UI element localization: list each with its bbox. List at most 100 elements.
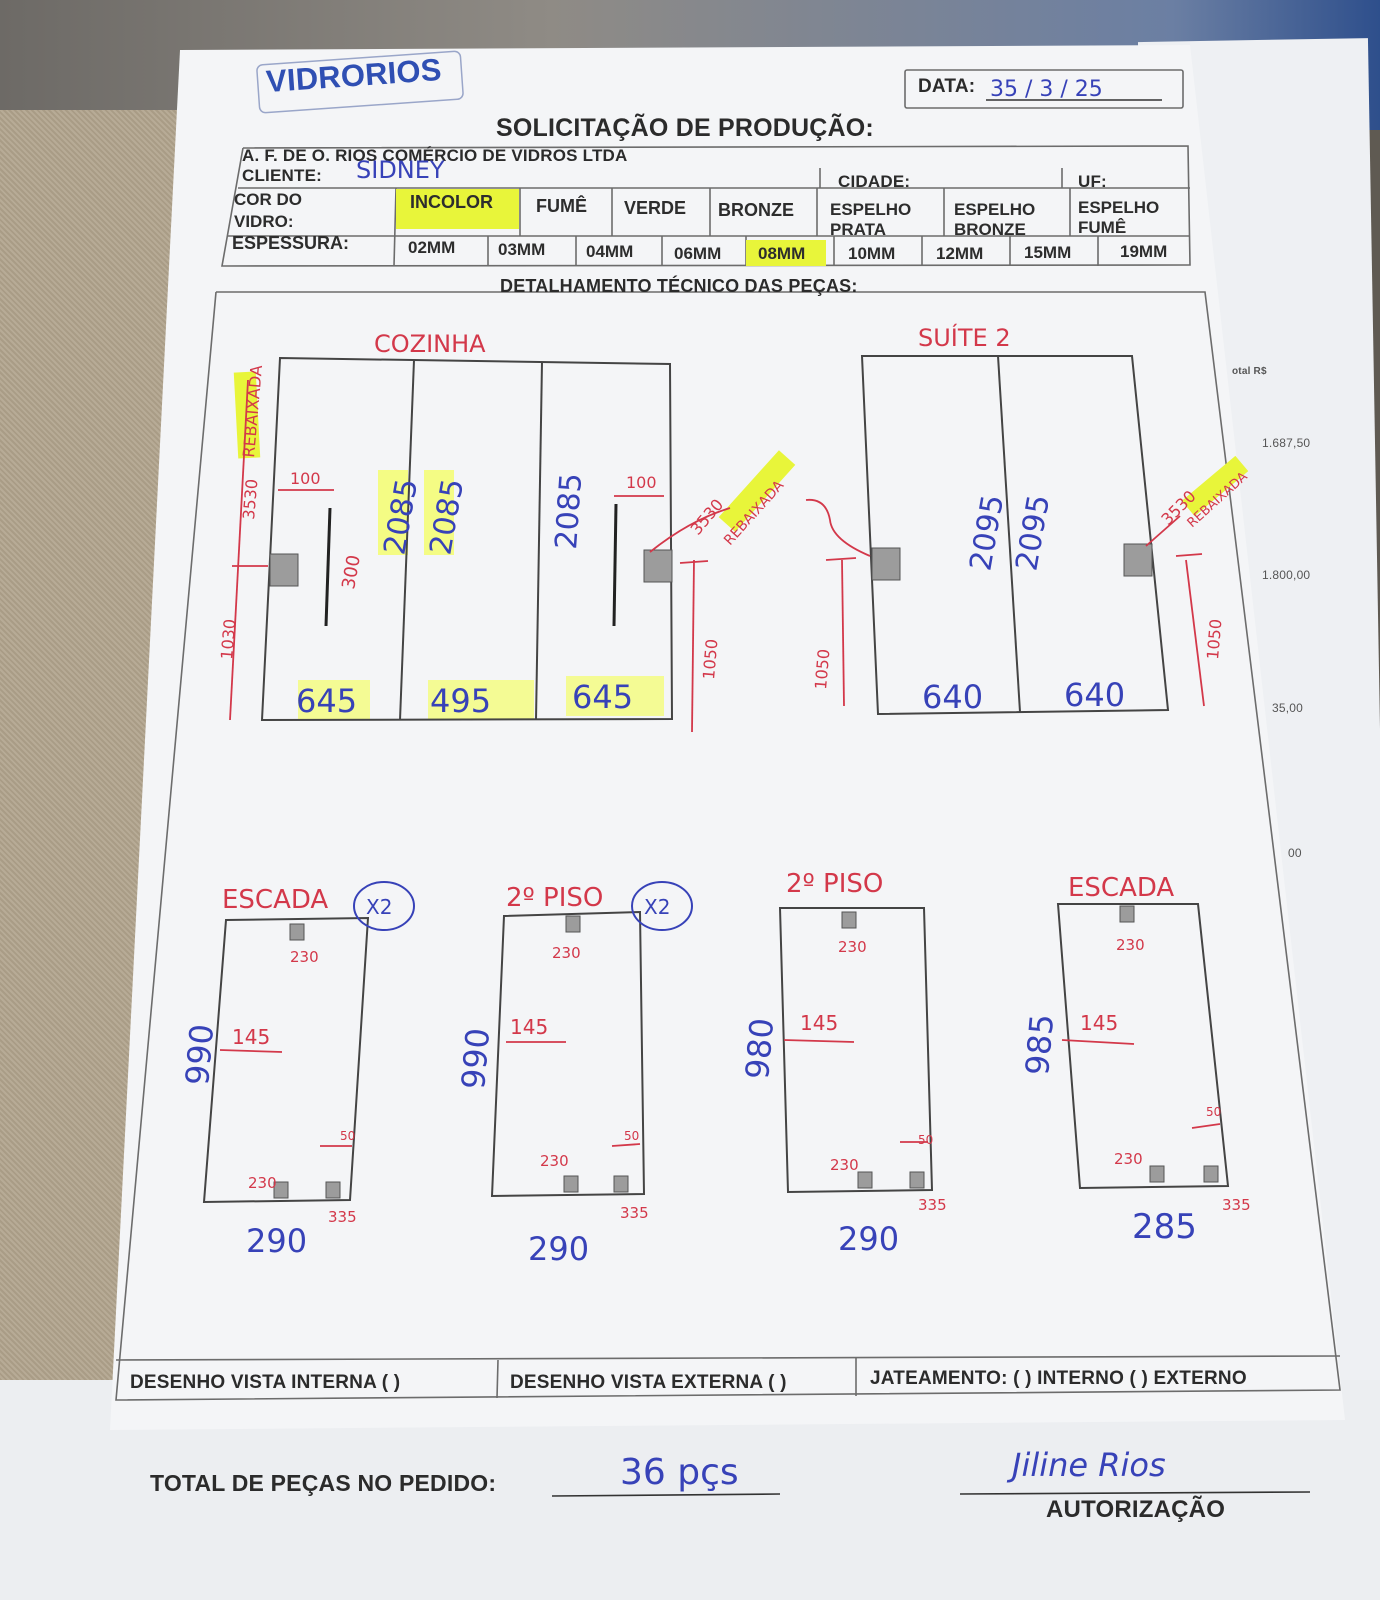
small-panels bbox=[202, 903, 1230, 1204]
x2-circle bbox=[353, 881, 415, 931]
height-highlight bbox=[424, 470, 454, 555]
cliente-label: CLIENTE: bbox=[242, 166, 322, 185]
x2-circle bbox=[631, 881, 693, 931]
panel-mid: 145 bbox=[800, 1011, 838, 1035]
total-value: 36 pçs bbox=[620, 1452, 739, 1493]
cozinha-note: 1050 bbox=[699, 638, 721, 680]
suite2-drawing bbox=[805, 355, 1205, 716]
option-08mm[interactable]: 08MM bbox=[758, 244, 806, 263]
panel-width: 285 bbox=[1132, 1207, 1197, 1247]
suite2-height: 2095 bbox=[1009, 492, 1057, 573]
option-10mm[interactable]: 10MM bbox=[848, 244, 896, 263]
small-panel-dims bbox=[219, 1039, 1221, 1147]
option-15mm[interactable]: 15MM bbox=[1024, 243, 1072, 262]
cozinha-note: 1030 bbox=[217, 618, 239, 660]
svg-text:SIDNEY: SIDNEY bbox=[356, 156, 445, 184]
panel-title: 2º PISO bbox=[506, 883, 603, 913]
espessura-label: ESPESSURA: bbox=[232, 233, 350, 253]
panel-corner: 335 bbox=[918, 1196, 947, 1214]
data-label: DATA: bbox=[918, 76, 976, 97]
panel-height: 980 bbox=[738, 1017, 781, 1081]
svg-text:35 / 3 / 25: 35 / 3 / 25 bbox=[990, 77, 1103, 102]
panel-width: 290 bbox=[838, 1220, 899, 1258]
logo-frame bbox=[256, 50, 464, 114]
back-value: 35,00 bbox=[1272, 701, 1304, 715]
panel-mult: X2 bbox=[644, 895, 670, 919]
option-02mm[interactable]: 02MM bbox=[408, 238, 456, 257]
company-name: A. F. DE O. RIOS COMÉRCIO DE VIDROS LTDA bbox=[242, 146, 628, 165]
option-espelho-prata[interactable]: ESPELHO PRATA bbox=[830, 200, 912, 239]
cozinha-width: 645 bbox=[296, 682, 357, 720]
total-line bbox=[551, 1493, 781, 1497]
cozinha-title: COZINHA bbox=[374, 330, 486, 358]
suite2-title: SUÍTE 2 bbox=[918, 323, 1011, 352]
cozinha-width: 495 bbox=[430, 682, 491, 720]
panel-width: 290 bbox=[246, 1222, 307, 1260]
option-06mm[interactable]: 06MM bbox=[674, 244, 722, 263]
option-verde[interactable]: VERDE bbox=[624, 198, 687, 218]
width-highlight bbox=[566, 676, 664, 716]
jateamento-options[interactable]: JATEAMENTO: ( ) INTERNO ( ) EXTERNO bbox=[870, 1368, 1247, 1389]
cozinha-height: 2085 bbox=[377, 476, 425, 557]
panel-top: 230 bbox=[1116, 936, 1145, 954]
cozinha-width: 645 bbox=[572, 678, 633, 716]
desenho-vista-interna[interactable]: DESENHO VISTA INTERNA ( ) bbox=[130, 1372, 401, 1393]
panel-mid: 145 bbox=[232, 1025, 270, 1049]
option-12mm[interactable]: 12MM bbox=[936, 244, 984, 263]
option-bronze[interactable]: BRONZE bbox=[718, 200, 794, 220]
rebaixada-highlight bbox=[718, 450, 796, 532]
panel-small: 50 bbox=[1206, 1105, 1221, 1119]
cor-label-2: VIDRO: bbox=[234, 212, 294, 231]
section-title: DETALHAMENTO TÉCNICO DAS PEÇAS: bbox=[500, 276, 858, 296]
panel-corner: 335 bbox=[620, 1204, 649, 1222]
panel-top: 230 bbox=[290, 948, 319, 966]
header-table bbox=[115, 69, 1341, 1401]
panel-lower: 230 bbox=[830, 1156, 859, 1174]
cozinha-note: 100 bbox=[290, 469, 321, 488]
panel-lower: 230 bbox=[1114, 1150, 1143, 1168]
option-03mm[interactable]: 03MM bbox=[498, 240, 546, 259]
suite2-height: 2095 bbox=[963, 492, 1011, 573]
panel-corner: 335 bbox=[1222, 1196, 1251, 1214]
panel-top: 230 bbox=[552, 944, 581, 962]
option-04mm[interactable]: 04MM bbox=[586, 242, 634, 261]
data-value: 35 / 3 / 25 bbox=[986, 77, 1162, 102]
height-highlight bbox=[378, 470, 408, 555]
option-19mm[interactable]: 19MM bbox=[1120, 242, 1168, 261]
cozinha-note: 3530 bbox=[687, 495, 728, 538]
back-value: 1.687,50 bbox=[1262, 436, 1311, 450]
suite2-note: 1050 bbox=[811, 648, 833, 690]
total-label: TOTAL DE PEÇAS NO PEDIDO: bbox=[150, 1470, 497, 1496]
suite2-note: 1050 bbox=[1203, 618, 1225, 660]
cozinha-height: 2085 bbox=[549, 472, 589, 551]
cozinha-note: 100 bbox=[626, 473, 657, 492]
option-fume[interactable]: FUMÊ bbox=[536, 196, 587, 216]
rebaixada-highlight bbox=[1181, 455, 1249, 517]
cozinha-note: REBAIXADA bbox=[721, 477, 787, 548]
panel-title: 2º PISO bbox=[786, 869, 883, 899]
option-espelho-fume[interactable]: ESPELHO FUMÊ bbox=[1078, 198, 1160, 237]
form-title: SOLICITAÇÃO DE PRODUÇÃO: bbox=[496, 114, 874, 142]
suite2-width: 640 bbox=[922, 678, 983, 716]
option-espelho-bronze[interactable]: ESPELHO BRONZE bbox=[954, 200, 1036, 239]
panel-lower: 230 bbox=[248, 1174, 277, 1192]
panel-small: 50 bbox=[624, 1129, 639, 1143]
cozinha-note: REBAIXADA bbox=[239, 364, 266, 458]
panel-mid: 145 bbox=[1080, 1011, 1118, 1035]
cidade-label: CIDADE: bbox=[838, 172, 911, 191]
back-value: 1.800,00 bbox=[1262, 568, 1311, 582]
autorizacao-label: AUTORIZAÇÃO bbox=[1046, 1496, 1226, 1523]
panel-height: 990 bbox=[178, 1023, 221, 1087]
panel-top: 230 bbox=[838, 938, 867, 956]
panel-title: ESCADA bbox=[1068, 873, 1174, 903]
incolor-highlight bbox=[396, 189, 519, 229]
option-incolor[interactable]: INCOLOR bbox=[410, 192, 493, 212]
desenho-vista-externa[interactable]: DESENHO VISTA EXTERNA ( ) bbox=[510, 1372, 787, 1393]
panel-mid: 145 bbox=[510, 1015, 548, 1039]
suite2-width: 640 bbox=[1064, 676, 1125, 714]
back-value: otal R$ bbox=[1232, 366, 1267, 377]
panel-title: ESCADA bbox=[222, 885, 328, 915]
width-highlight bbox=[428, 680, 534, 720]
